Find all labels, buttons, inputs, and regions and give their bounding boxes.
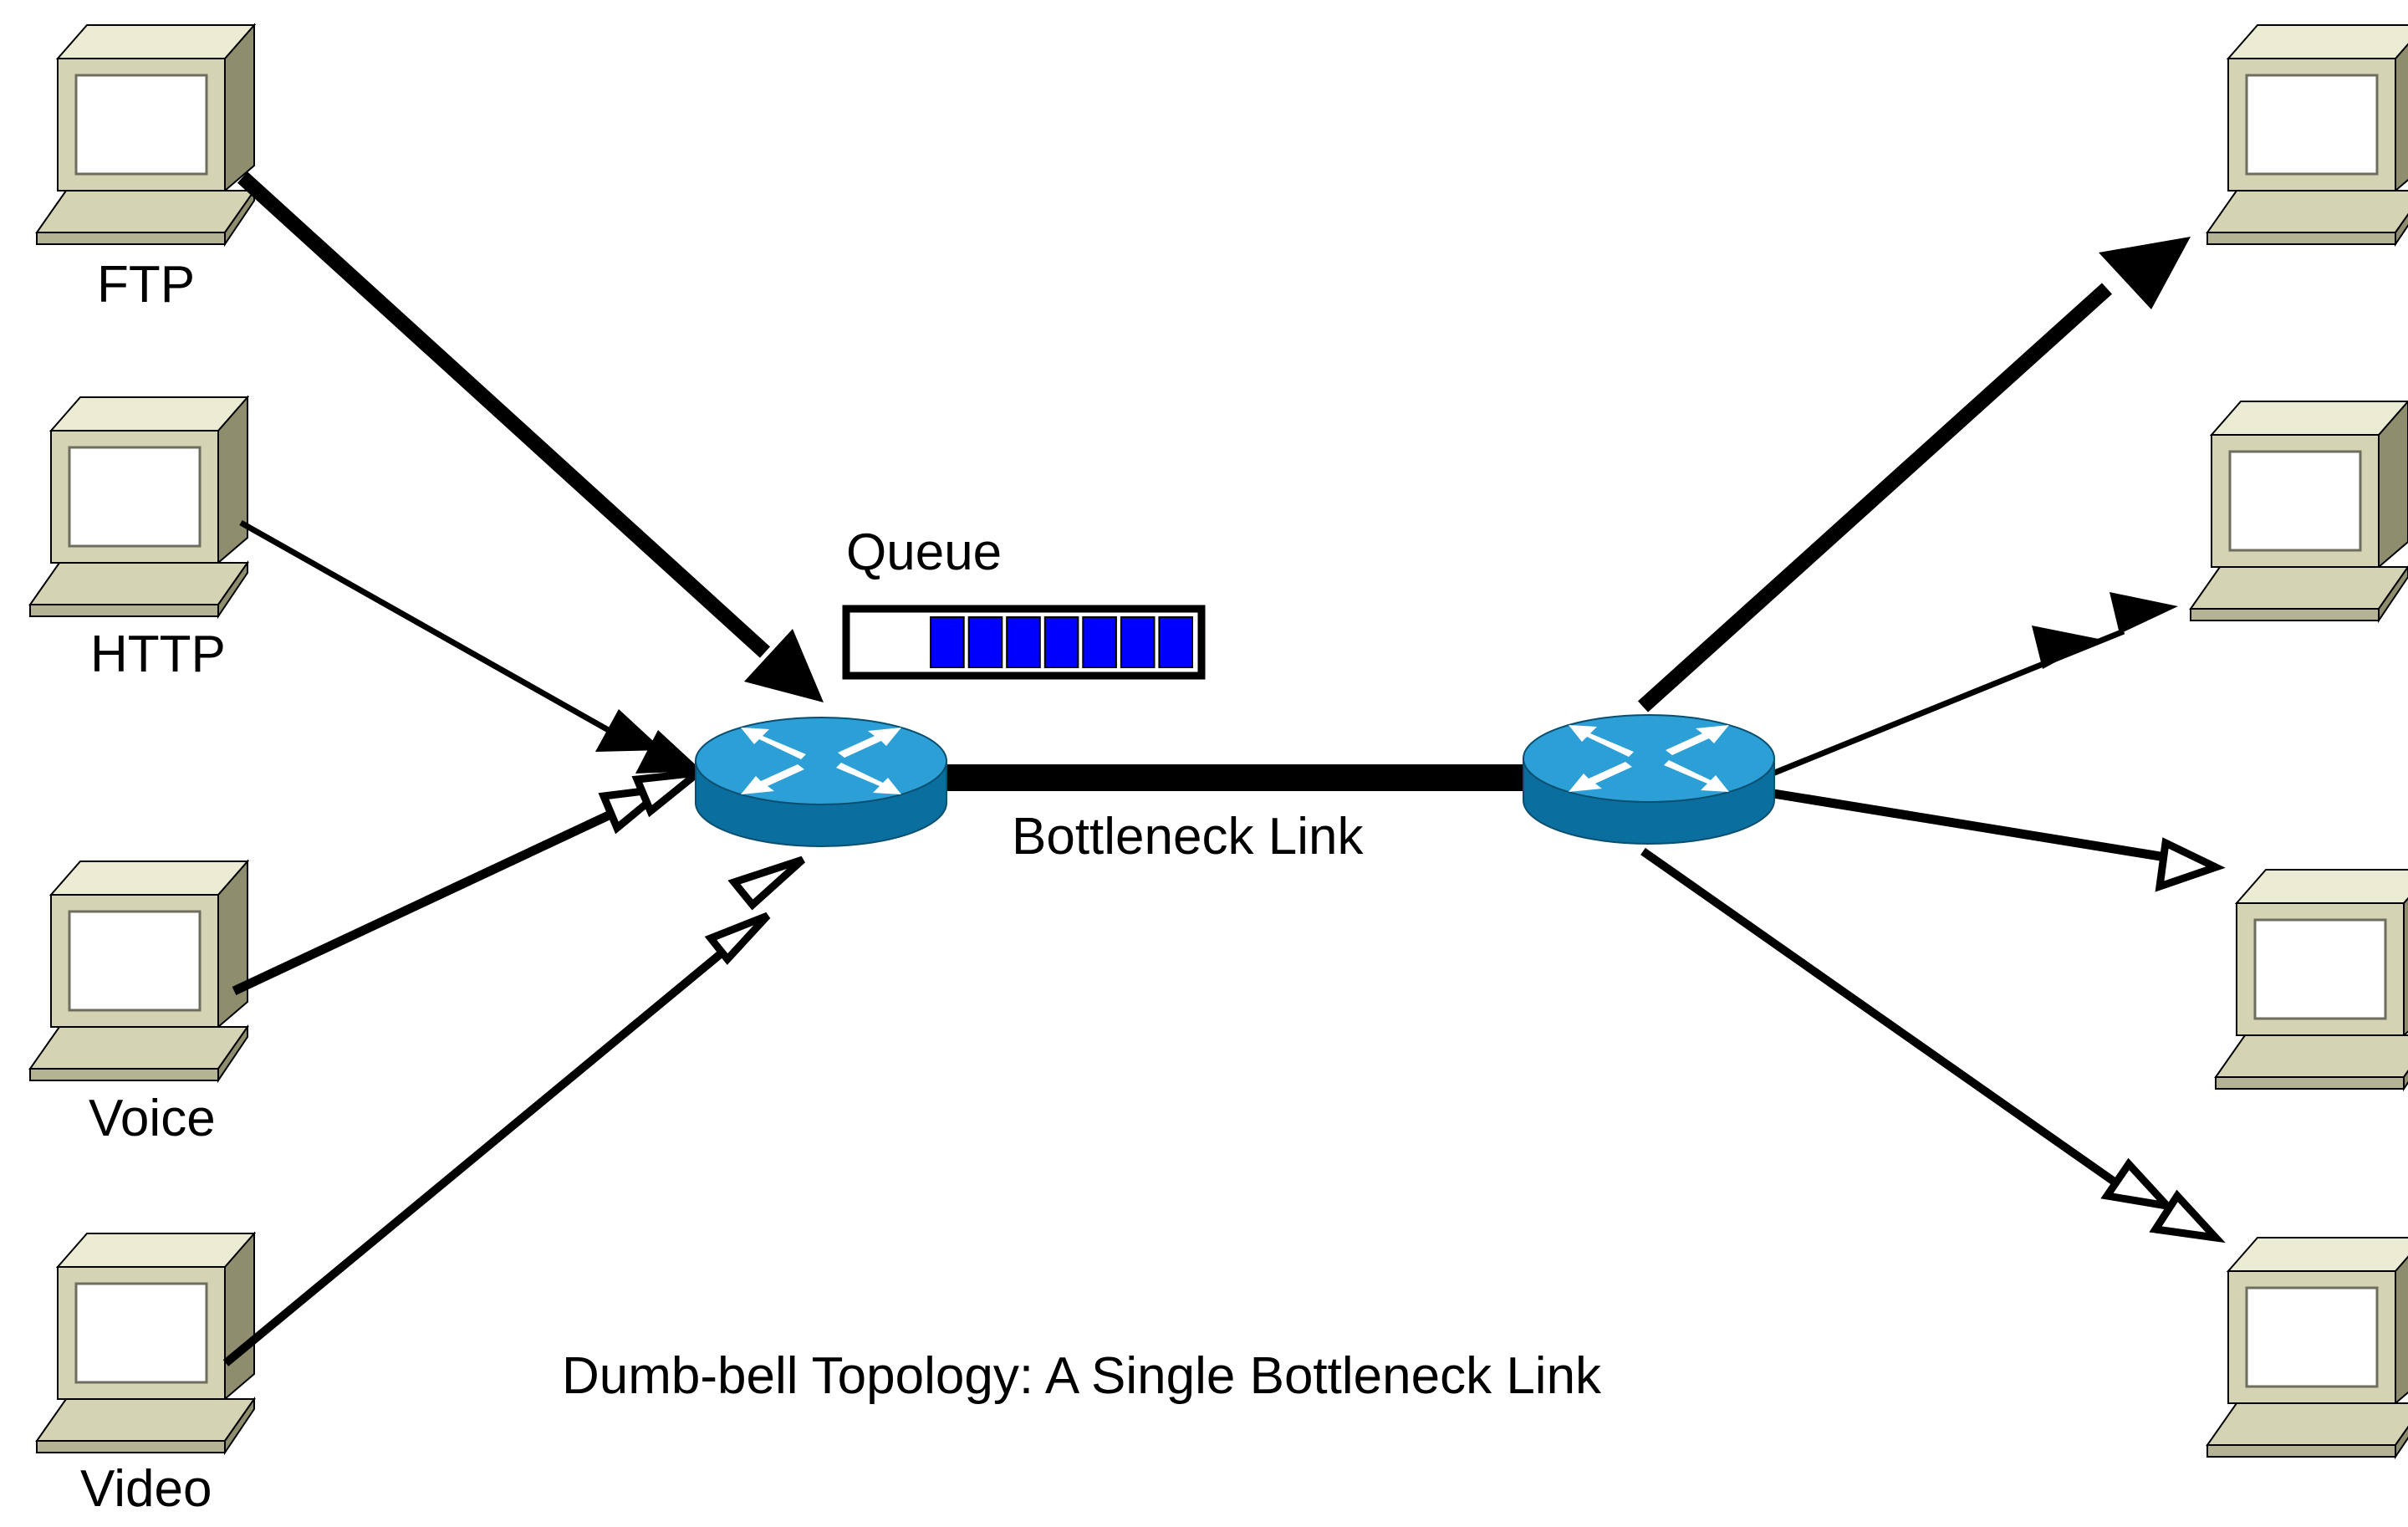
queue-buffer <box>842 605 1206 680</box>
computer-icon <box>28 396 249 618</box>
queue-slot <box>1006 616 1041 668</box>
computer-icon <box>2189 400 2408 622</box>
queue-slot <box>1043 616 1079 668</box>
queue-slot <box>967 616 1003 668</box>
hollow-arrowhead-icon <box>631 767 711 818</box>
queue-slot <box>1120 616 1156 668</box>
solid-arrowhead-icon <box>595 709 663 752</box>
queue-label: Queue <box>846 523 1002 581</box>
solid-arrowhead-icon <box>2099 237 2191 309</box>
computer-icon <box>2214 868 2408 1090</box>
hollow-arrowhead-icon <box>2155 837 2226 892</box>
hollow-arrowhead-icon <box>2100 1157 2178 1212</box>
computer-icon <box>35 23 256 246</box>
solid-arrowhead-icon <box>635 730 702 774</box>
hollow-arrowhead-icon <box>2149 1189 2226 1244</box>
sender-label-voice: Voice <box>89 1090 216 1147</box>
solid-arrowhead-icon <box>744 629 824 702</box>
sender-label-http: HTTP <box>90 626 226 683</box>
computer-icon <box>2206 1236 2408 1458</box>
computer-icon <box>28 860 249 1082</box>
bottleneck-label: Bottleneck Link <box>1012 808 1364 866</box>
queue-slot <box>1082 616 1117 668</box>
computer-icon <box>2206 23 2408 246</box>
router-icon <box>1523 714 1775 845</box>
sender-label-video: Video <box>80 1460 212 1518</box>
hollow-arrowhead-icon <box>704 912 771 965</box>
sender-label-ftp: FTP <box>97 256 196 314</box>
diagram-caption: Dumb-bell Topology: A Single Bottleneck … <box>562 1347 1602 1405</box>
solid-arrowhead-icon <box>2110 592 2178 634</box>
computer-icon <box>35 1232 256 1454</box>
hollow-arrowhead-icon <box>727 855 806 911</box>
router-icon <box>695 717 947 847</box>
solid-arrowhead-icon <box>2032 626 2099 669</box>
queue-slot <box>930 616 965 668</box>
queue-slot <box>1158 616 1194 668</box>
